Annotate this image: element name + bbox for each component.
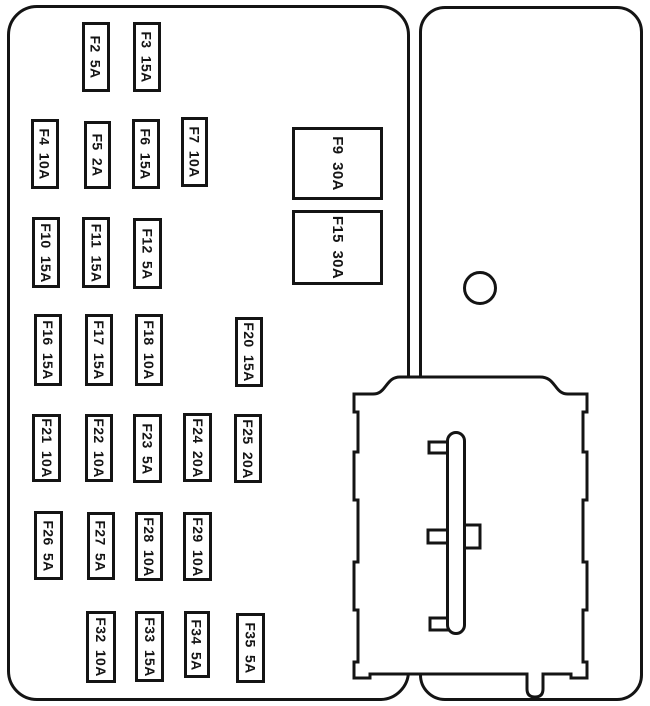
relay-panel [419,6,643,701]
fuse-f11: F11 15A [82,217,110,288]
fuse-f29: F29 10A [183,512,212,581]
fuse-panel [7,5,410,701]
fuse-label: F10 15A [38,222,54,283]
fuse-label: F17 15A [91,320,107,380]
fuse-f17: F17 15A [85,314,113,386]
fuse-label: F35 5A [242,622,259,674]
fuse-label: F5 2A [89,133,106,177]
fuse-label: F26 5A [40,519,57,572]
fuse-f9: F9 30A [292,127,383,200]
fuse-label: F2 5A [88,35,104,79]
fuse-label: F7 10A [186,126,203,178]
fuse-f22: F22 10A [85,414,113,482]
fuse-f5: F5 2A [84,121,111,189]
fuse-f2: F2 5A [82,22,110,92]
fuse-f24: F24 20A [183,413,212,482]
fuse-f23: F23 5A [133,414,162,483]
fuse-label: F28 10A [141,516,157,577]
fuse-label: F4 10A [37,128,53,180]
fuse-label: F29 10A [189,516,206,577]
fuse-f3: F3 15A [133,22,161,92]
fuse-f25: F25 20A [234,414,262,483]
fuse-label: F22 10A [91,418,107,478]
fuse-f33: F33 15A [135,611,164,682]
fuse-f32: F32 10A [86,611,116,683]
fuse-f18: F18 10A [135,314,163,386]
fuse-label: F3 15A [139,31,155,83]
fuse-label: F11 15A [88,223,105,282]
fuse-label: F6 15A [138,128,154,180]
fuse-label: F33 15A [141,616,158,677]
fuse-label: F20 15A [241,322,257,382]
fuse-label: F25 20A [240,418,256,479]
fuse-f6: F6 15A [132,119,160,189]
fuse-label: F24 20A [189,417,206,478]
fuse-label: F16 15A [40,320,56,380]
fuse-label: F15 30A [329,215,346,280]
fuse-label: F34 5A [189,618,205,671]
fuse-label: F32 10A [93,617,109,677]
fuse-f12: F12 5A [133,218,162,289]
fuse-f4: F4 10A [31,119,59,189]
fuse-f34: F34 5A [184,611,210,678]
fuse-f7: F7 10A [181,117,208,187]
fuse-f35: F35 5A [236,613,265,683]
fuse-f16: F16 15A [34,314,62,386]
fuse-f15: F15 30A [292,210,383,285]
fuse-f26: F26 5A [34,511,63,580]
fuse-label: F21 10A [38,418,55,478]
fuse-label: F27 5A [93,520,109,572]
fuse-label: F12 5A [139,227,156,280]
fuse-f10: F10 15A [32,217,60,288]
fuse-f21: F21 10A [32,414,61,482]
fuse-f20: F20 15A [235,317,263,387]
fuse-f28: F28 10A [135,512,163,581]
fuse-label: F18 10A [141,320,157,380]
fuse-label: F23 5A [139,422,156,475]
fuse-label: F9 30A [329,136,346,191]
fuse-f27: F27 5A [87,512,115,580]
